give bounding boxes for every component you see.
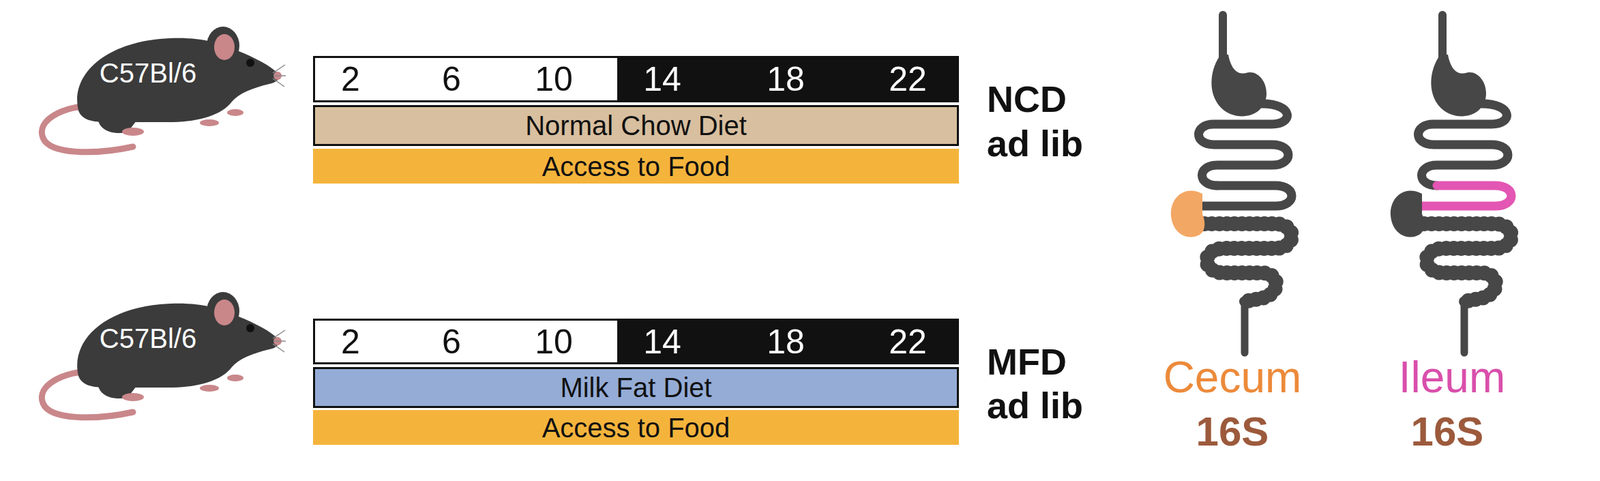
bar-label: Access to Food bbox=[542, 152, 731, 181]
mouse-foot bbox=[227, 109, 244, 116]
ileum bbox=[1419, 185, 1512, 206]
hour-tick: 6 bbox=[441, 324, 462, 359]
colon-haustra bbox=[1416, 223, 1512, 302]
hour-tick: 22 bbox=[888, 324, 927, 359]
assay-name: 16S bbox=[1196, 411, 1270, 453]
time-axis-bar: 2 6 10 14 18 22 bbox=[313, 55, 959, 103]
hour-tick: 18 bbox=[766, 62, 805, 97]
ileum bbox=[1200, 185, 1292, 206]
mouse-whisker bbox=[272, 330, 286, 339]
rectum bbox=[1241, 300, 1249, 353]
colon bbox=[1416, 223, 1512, 302]
hour-tick: 6 bbox=[441, 62, 462, 97]
mouse-drawing bbox=[30, 290, 287, 424]
bar-label: Normal Chow Diet bbox=[525, 111, 747, 140]
gut-cecum-highlight bbox=[1171, 15, 1292, 353]
mouse-foot bbox=[199, 384, 219, 392]
rectum bbox=[1460, 300, 1469, 353]
strain-label: C57Bl/6 bbox=[99, 324, 197, 352]
diet-bar: Normal Chow Diet bbox=[313, 105, 959, 146]
hour-tick: 2 bbox=[341, 62, 361, 97]
mouse-whisker bbox=[272, 64, 286, 73]
hour-tick: 14 bbox=[643, 62, 682, 97]
esophagus bbox=[1438, 15, 1447, 58]
mouse-body bbox=[77, 303, 279, 388]
stomach bbox=[1211, 54, 1267, 116]
diet-code: MFD bbox=[986, 343, 1067, 380]
feeding-mode: ad lib bbox=[986, 124, 1084, 162]
tissue-name: Cecum bbox=[1163, 355, 1302, 399]
mouse-ear bbox=[206, 26, 240, 65]
mouse-foot bbox=[122, 127, 144, 136]
mouse-ear bbox=[206, 291, 240, 331]
mouse-whisker bbox=[272, 343, 285, 352]
hour-tick: 18 bbox=[766, 324, 805, 359]
esophagus bbox=[1218, 15, 1227, 58]
mouse-foot bbox=[199, 119, 219, 127]
mouse-figure: C57Bl/6 bbox=[30, 25, 287, 159]
cecum bbox=[1390, 190, 1425, 237]
small-intestine bbox=[1418, 103, 1509, 186]
mouse-inner-ear bbox=[214, 299, 235, 326]
tissue-name: Ileum bbox=[1398, 355, 1506, 399]
mouse-body bbox=[77, 38, 279, 123]
colon-haustra bbox=[1196, 223, 1292, 302]
bar-label: Milk Fat Diet bbox=[559, 373, 712, 402]
diet-bar: Milk Fat Diet bbox=[313, 366, 959, 408]
hour-tick: 14 bbox=[643, 324, 682, 359]
feeding-mode: ad lib bbox=[986, 386, 1084, 424]
diet-bar: Access to Food bbox=[313, 148, 959, 184]
assay-name: 16S bbox=[1411, 411, 1485, 453]
mouse-whisker bbox=[273, 75, 286, 77]
diet-bar: Access to Food bbox=[313, 409, 959, 445]
gut-ileum-highlight bbox=[1390, 15, 1512, 353]
mouse-drawing bbox=[30, 25, 287, 159]
hour-tick: 10 bbox=[534, 324, 573, 359]
time-axis-bar: 2 6 10 14 18 22 bbox=[313, 318, 959, 365]
hour-tick: 22 bbox=[888, 62, 927, 97]
mouse-whisker bbox=[273, 340, 286, 342]
mouse-eye bbox=[246, 58, 255, 67]
mouse-whisker bbox=[272, 78, 285, 87]
bar-label: Access to Food bbox=[542, 413, 731, 442]
hour-tick: 2 bbox=[341, 324, 361, 359]
strain-label: C57Bl/6 bbox=[99, 59, 197, 87]
mouse-eye bbox=[246, 323, 255, 333]
mouse-foot bbox=[122, 392, 144, 402]
hour-tick: 10 bbox=[534, 62, 573, 97]
small-intestine bbox=[1198, 103, 1290, 186]
colon bbox=[1196, 223, 1292, 302]
mouse-foot bbox=[227, 374, 244, 382]
mouse-inner-ear bbox=[214, 34, 235, 61]
cecum bbox=[1171, 190, 1205, 237]
diet-code: NCD bbox=[986, 80, 1067, 118]
stomach bbox=[1430, 54, 1487, 116]
mouse-figure: C57Bl/6 bbox=[30, 290, 287, 424]
